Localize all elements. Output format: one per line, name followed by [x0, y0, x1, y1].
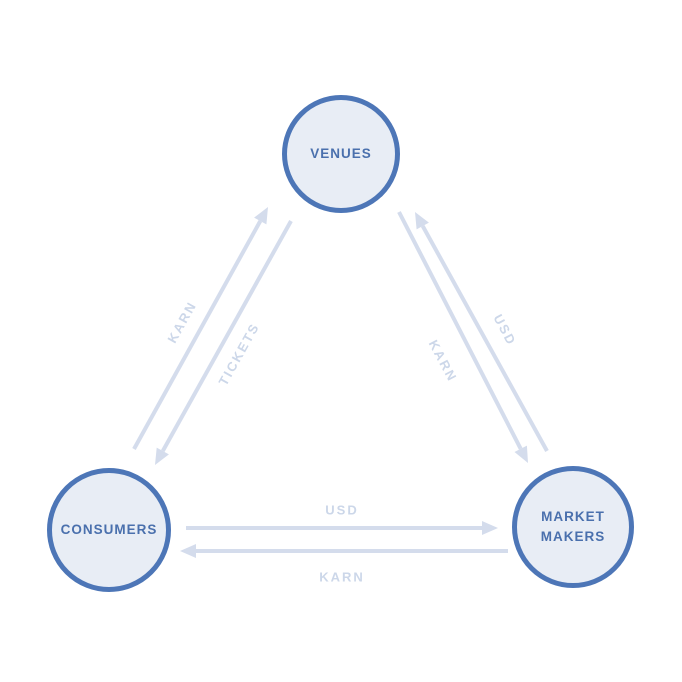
- node-market-makers-label: MARKET MAKERS: [540, 509, 606, 544]
- arrow-consumers-to-venues: [132, 207, 268, 450]
- arrow-consumers-to-market-makers: [186, 521, 498, 535]
- arrow-market-makers-to-consumers: [180, 544, 508, 558]
- arrow-venues-to-market-makers: [397, 211, 528, 463]
- arrow-venues-to-consumers: [155, 220, 293, 465]
- node-venues: VENUES: [282, 95, 400, 213]
- node-venues-label: VENUES: [310, 146, 372, 162]
- edge-label-consumers-to-market-makers: USD: [325, 502, 359, 518]
- edge-label-market-makers-to-consumers: KARN: [319, 569, 365, 585]
- node-consumers: CONSUMERS: [47, 468, 171, 592]
- arrow-market-makers-to-venues: [415, 212, 549, 452]
- node-market-makers: MARKET MAKERS: [512, 466, 634, 588]
- node-consumers-label: CONSUMERS: [60, 522, 158, 538]
